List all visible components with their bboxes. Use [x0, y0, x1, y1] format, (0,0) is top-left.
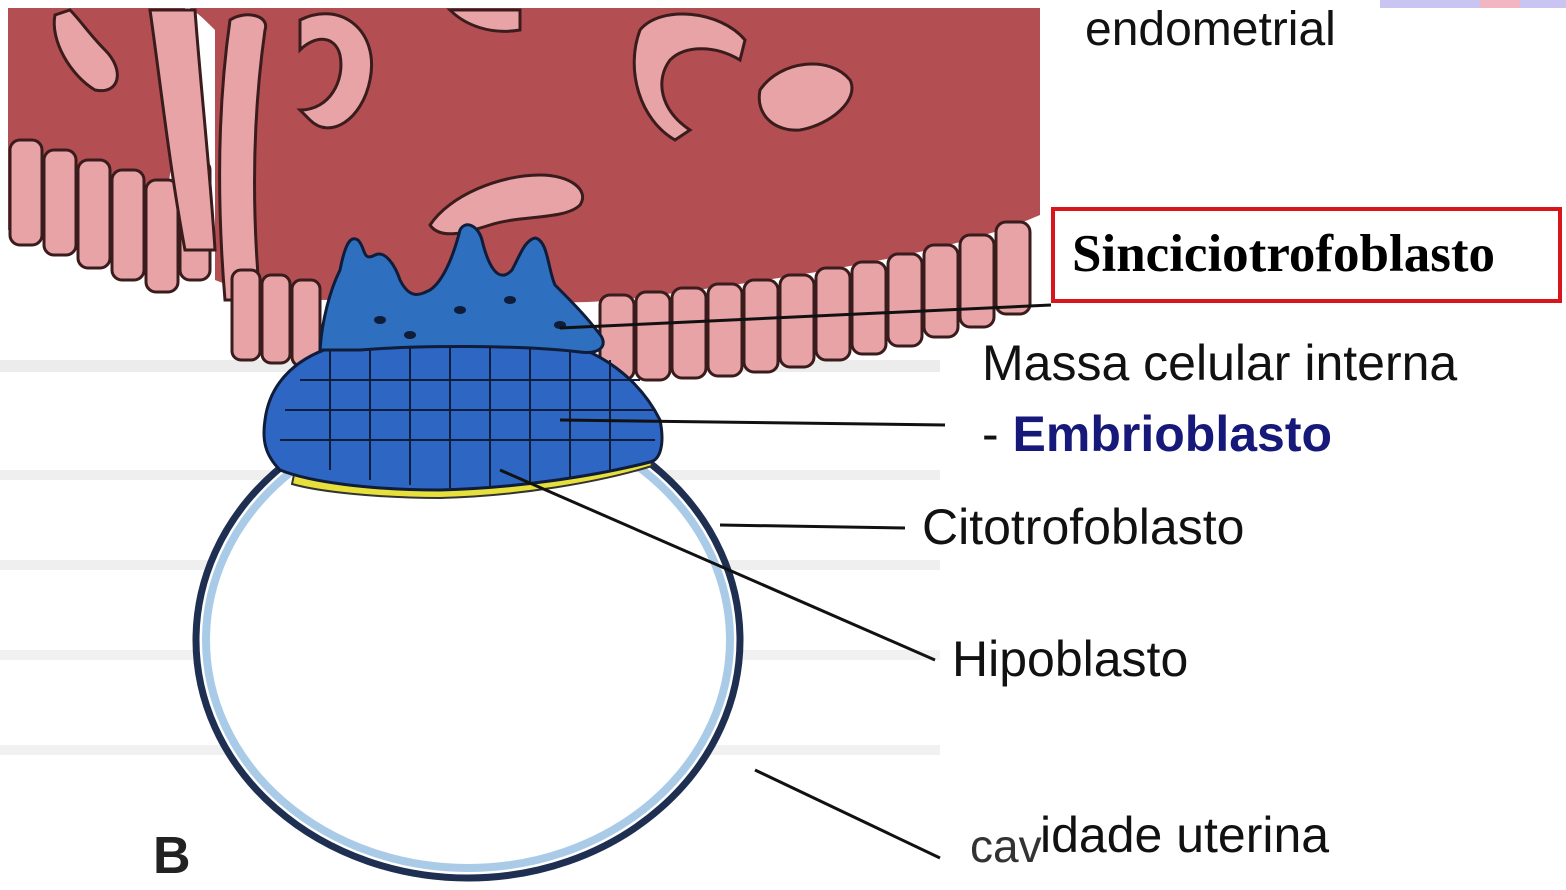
label-embrioblasto: Embrioblasto [1013, 406, 1332, 462]
label-cavidade-uterina: idade uterina [1040, 810, 1329, 860]
label-embrio-prefix: - [982, 406, 1013, 462]
label-embrioblasto-row: - Embrioblasto [982, 409, 1332, 459]
label-sinciciotrofoblasto: Sinciciotrofoblasto [1072, 228, 1495, 281]
label-citotrofoblasto: Citotrofoblasto [922, 502, 1244, 552]
panel-letter: B [153, 830, 191, 882]
epithelium-center-left [232, 270, 320, 366]
label-hipoblasto: Hipoblasto [952, 634, 1188, 684]
embryoblast-mass [264, 335, 662, 490]
top-right-bar-accent [1480, 0, 1520, 8]
label-massa-celular-interna: Massa celular interna [982, 338, 1457, 388]
top-right-bar [1380, 0, 1566, 8]
label-cavidade-prefix: cav [970, 823, 1042, 869]
label-endometrial: endometrial [1085, 6, 1336, 54]
